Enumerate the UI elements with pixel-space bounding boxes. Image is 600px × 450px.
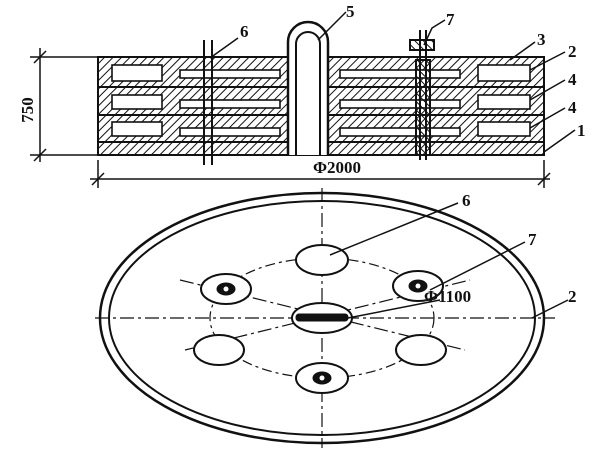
hole-lower-left <box>193 334 245 366</box>
callout-5: 5 <box>346 2 355 21</box>
height-dim-label: 750 <box>18 97 37 123</box>
plan-callout-2: 2 <box>568 287 577 306</box>
section-layers <box>111 64 531 137</box>
callout-1: 1 <box>577 121 586 140</box>
lifting-tube-5-inner <box>295 31 321 155</box>
height-dimension <box>30 48 98 162</box>
plan-callout-7: 7 <box>528 230 537 249</box>
rod-6 <box>203 40 213 165</box>
bolt-circle-dim-label: Φ1100 <box>424 287 471 306</box>
hole-lower-right <box>395 334 447 366</box>
hole-top <box>295 244 349 276</box>
callout-3: 3 <box>537 30 546 49</box>
bolt-centers <box>223 283 421 381</box>
callout-4a: 4 <box>568 70 577 89</box>
section-leaders <box>209 11 576 153</box>
width-dim-label: Φ2000 <box>313 158 361 177</box>
callout-2: 2 <box>568 42 577 61</box>
bolt-7 <box>409 30 435 160</box>
callout-6: 6 <box>240 22 249 41</box>
lifting-tube-5 <box>286 20 330 155</box>
plan-callout-6: 6 <box>462 191 471 210</box>
section-view: 750 Φ2000 6 5 7 3 2 4 4 1 <box>18 2 586 188</box>
plan-view: 6 7 2 Φ1100 <box>95 188 577 448</box>
callout-4b: 4 <box>568 98 577 117</box>
callout-7: 7 <box>446 10 455 29</box>
plan-leaders <box>329 202 569 319</box>
width-dimension <box>90 160 551 188</box>
